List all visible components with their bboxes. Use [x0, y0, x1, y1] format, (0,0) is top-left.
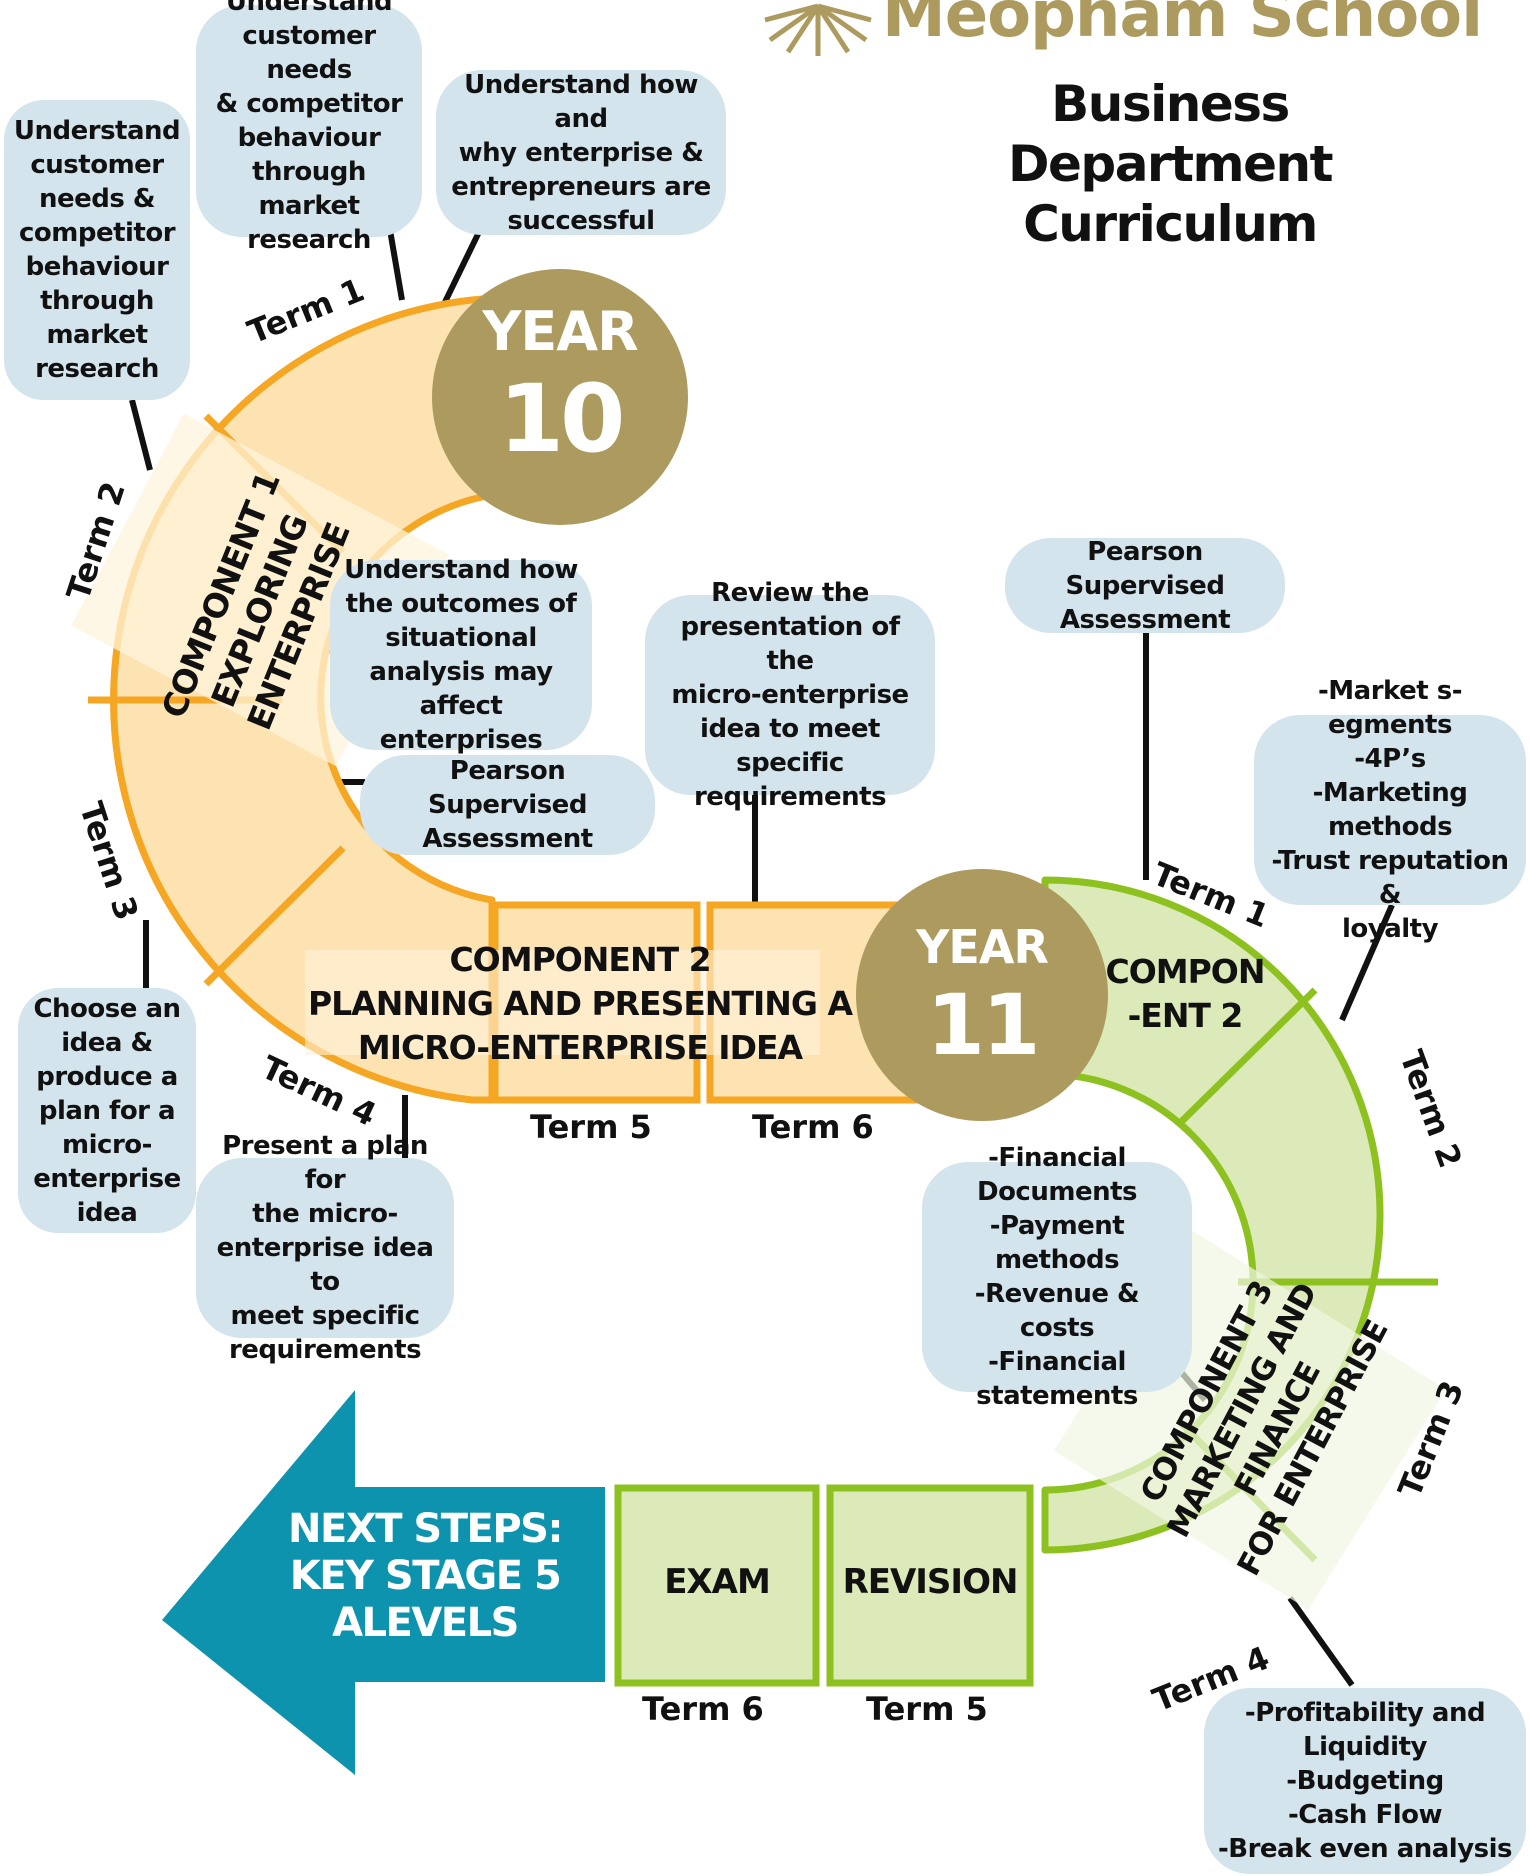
bubble-y10-situational-analysis: Understand how the outcomes of situation…	[330, 555, 592, 755]
bubble-y10-choose-idea: Choose an idea & produce a plan for a mi…	[18, 988, 196, 1233]
year11-circle	[856, 869, 1108, 1121]
year11-label: YEAR	[916, 920, 1049, 974]
next-steps-line1: NEXT STEPS:	[288, 1506, 563, 1552]
revision-label: REVISION	[842, 1562, 1019, 1602]
component2-short-line1: COMPON	[1105, 952, 1266, 991]
component2-line2: PLANNING AND PRESENTING A	[307, 984, 853, 1023]
school-logo-icon	[764, 3, 872, 56]
component2-line3: MICRO-ENTERPRISE IDEA	[357, 1028, 803, 1067]
bubble-y11-profitability: -Profitability and Liquidity -Budgeting …	[1204, 1688, 1526, 1874]
connector-y11-market	[1339, 903, 1395, 1022]
next-steps-line3: ALEVELS	[332, 1600, 519, 1646]
bubble-y11-pearson-assessment: Pearson Supervised Assessment	[1005, 537, 1285, 635]
exam-box	[614, 1484, 820, 1687]
y11-term5-label: Term 5	[866, 1690, 988, 1728]
connector-y10-t2	[129, 399, 153, 471]
year11-number: 11	[926, 976, 1041, 1074]
next-steps-line2: KEY STAGE 5	[289, 1553, 562, 1599]
component2-label: COMPONENT 2 PLANNING AND PRESENTING A MI…	[300, 938, 860, 1070]
y10-term5-label: Term 5	[530, 1108, 652, 1146]
title-line2: Department Curriculum	[1007, 135, 1334, 253]
bubble-y11-marketing: -Market s-egments -4P’s -Marketing metho…	[1254, 676, 1526, 944]
bubble-y11-finance: -Financial Documents -Payment methods -R…	[922, 1143, 1192, 1411]
bubble-y10-pearson-assessment: Pearson Supervised Assessment	[360, 755, 655, 855]
connector-y11-profit	[1287, 1596, 1355, 1687]
school-name: Meopham School	[882, 0, 1483, 52]
component2-short-line2: -ENT 2	[1127, 996, 1244, 1035]
y10-term6-label: Term 6	[752, 1108, 874, 1146]
component2-line1: COMPONENT 2	[449, 940, 711, 979]
divider-y10-t3-t4	[203, 845, 346, 987]
year10-label: YEAR	[482, 300, 638, 363]
bubble-y10-term2-market-research: Understand customer needs & competitor b…	[4, 100, 190, 400]
divider-y11-t1-t2	[1175, 987, 1318, 1128]
year10-number: 10	[498, 365, 626, 474]
next-steps-label: NEXT STEPS: KEY STAGE 5 ALEVELS	[270, 1506, 580, 1647]
revision-box	[826, 1484, 1034, 1687]
component2-short-label: COMPON -ENT 2	[1100, 950, 1270, 1038]
bubble-y10-term1-enterprise-success: Understand how and why enterprise & entr…	[436, 70, 726, 236]
page-title: Business Department Curriculum	[860, 74, 1480, 254]
connector-y10-t1b	[442, 228, 483, 304]
exam-label: EXAM	[664, 1562, 771, 1602]
bubble-y10-term1-market-research: Understand customer needs & competitor b…	[196, 0, 422, 255]
bubble-y10-present-plan: Present a plan for the micro- enterprise…	[196, 1131, 454, 1365]
component2-highlight	[305, 950, 820, 1055]
title-line1: Business	[1051, 75, 1290, 133]
connector-y10-t1a	[387, 229, 405, 301]
y11-term6-label: Term 6	[642, 1690, 764, 1728]
year10-circle	[432, 269, 688, 525]
next-steps-arrow	[162, 1390, 605, 1775]
bubble-y10-review-presentation: Review the presentation of the micro-ent…	[645, 578, 935, 812]
